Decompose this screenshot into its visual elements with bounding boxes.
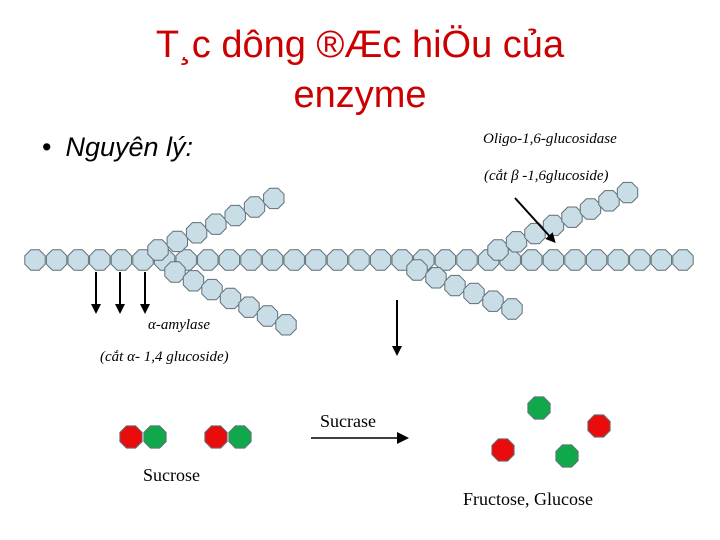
glucose-unit-icon: [275, 314, 297, 336]
glucose-unit-icon: [579, 198, 602, 220]
fructose-icon: [204, 425, 228, 449]
amylase-label: α-amylase: [148, 317, 211, 333]
glucose-unit-icon: [672, 249, 694, 271]
glucose-unit-icon: [45, 249, 68, 271]
glucose-unit-icon: [561, 206, 583, 228]
title-line-1: T¸c dông ®Æc hiÖu của: [155, 24, 565, 66]
glucose-unit-icon: [224, 204, 246, 227]
glucose-unit-icon: [650, 249, 673, 271]
glucose-unit-icon: [182, 270, 205, 292]
glucose-unit-icon: [369, 249, 392, 271]
glucose-unit-icon: [434, 249, 457, 271]
bullet-marker: •: [42, 132, 52, 162]
slide-title: T¸c dông ®Æc hiÖu của enzyme: [60, 20, 660, 120]
glucose-icon: [143, 425, 167, 449]
glucose-chains: [24, 181, 694, 336]
glucose-unit-icon: [482, 290, 504, 312]
glucosidase-label: Oligo-1,6-glucosidase: [483, 131, 617, 147]
branch-upper-left: [147, 187, 285, 261]
fructose-icon: [119, 425, 143, 449]
glucose-unit-icon: [238, 296, 260, 318]
branch-upper-right: [487, 181, 639, 261]
glucose-unit-icon: [305, 249, 327, 271]
glucose-unit-icon: [261, 249, 284, 271]
sucrase-label: Sucrase: [320, 411, 376, 431]
glucose-unit-icon: [201, 278, 223, 301]
glucose-unit-icon: [166, 230, 188, 253]
glucose-unit-icon: [629, 249, 651, 271]
glucose-unit-icon: [585, 249, 608, 271]
glucose-unit-icon: [564, 249, 586, 271]
glucose-unit-icon: [505, 231, 528, 253]
glucose-unit-icon: [147, 239, 169, 261]
glucose-unit-icon: [283, 249, 305, 271]
title-line-2: enzyme: [293, 74, 427, 116]
glucose-unit-icon: [185, 222, 208, 244]
glucose-unit-icon: [67, 249, 89, 271]
glucosidase-arrow: [514, 197, 556, 243]
glucose-unit-icon: [240, 249, 262, 271]
glucose-unit-icon: [444, 274, 466, 297]
branch-lower-right: [406, 259, 523, 320]
glucose-unit-icon: [110, 249, 133, 271]
glucose-unit-icon: [263, 187, 285, 210]
principle-bullet: • Nguyên lý:: [42, 132, 193, 163]
glucose-unit-icon: [326, 249, 349, 271]
glucose-icon: [555, 444, 579, 468]
glucose-unit-icon: [24, 249, 46, 271]
glucose-unit-icon: [487, 239, 509, 261]
glucose-unit-icon: [521, 249, 543, 271]
glucose-unit-icon: [406, 259, 428, 281]
glucose-unit-icon: [218, 249, 241, 271]
amylase-action-label: (cắt α- 1,4 glucoside): [100, 349, 229, 365]
glucose-unit-icon: [463, 282, 485, 305]
fructose-icon: [491, 438, 515, 462]
glucose-unit-icon: [243, 196, 266, 218]
sucrose-label: Sucrose: [143, 465, 200, 485]
glucose-unit-icon: [501, 298, 523, 320]
glucose-icon: [228, 425, 252, 449]
glucose-unit-icon: [219, 287, 242, 310]
glucose-unit-icon: [89, 249, 111, 271]
glucose-unit-icon: [205, 213, 227, 235]
glucose-unit-icon: [524, 222, 546, 245]
bullet-text: Nguyên lý:: [65, 132, 194, 162]
sugar-molecules: [119, 396, 611, 468]
glucose-unit-icon: [348, 249, 370, 271]
glucose-unit-icon: [456, 249, 478, 271]
main-chain: [24, 249, 694, 271]
glucose-unit-icon: [616, 181, 639, 204]
glucose-unit-icon: [256, 305, 279, 327]
branch-lower-left: [164, 261, 297, 336]
glucose-unit-icon: [607, 249, 629, 271]
glucose-unit-icon: [598, 190, 620, 212]
glucose-unit-icon: [425, 267, 447, 289]
glucose-unit-icon: [542, 249, 565, 271]
products-label: Fructose, Glucose: [463, 489, 593, 509]
glucose-icon: [527, 396, 551, 420]
glucose-unit-icon: [164, 261, 186, 283]
glucosidase-action-label: (cắt β -1,6glucoside): [484, 168, 609, 184]
glucose-unit-icon: [197, 249, 219, 271]
fructose-icon: [587, 414, 611, 438]
